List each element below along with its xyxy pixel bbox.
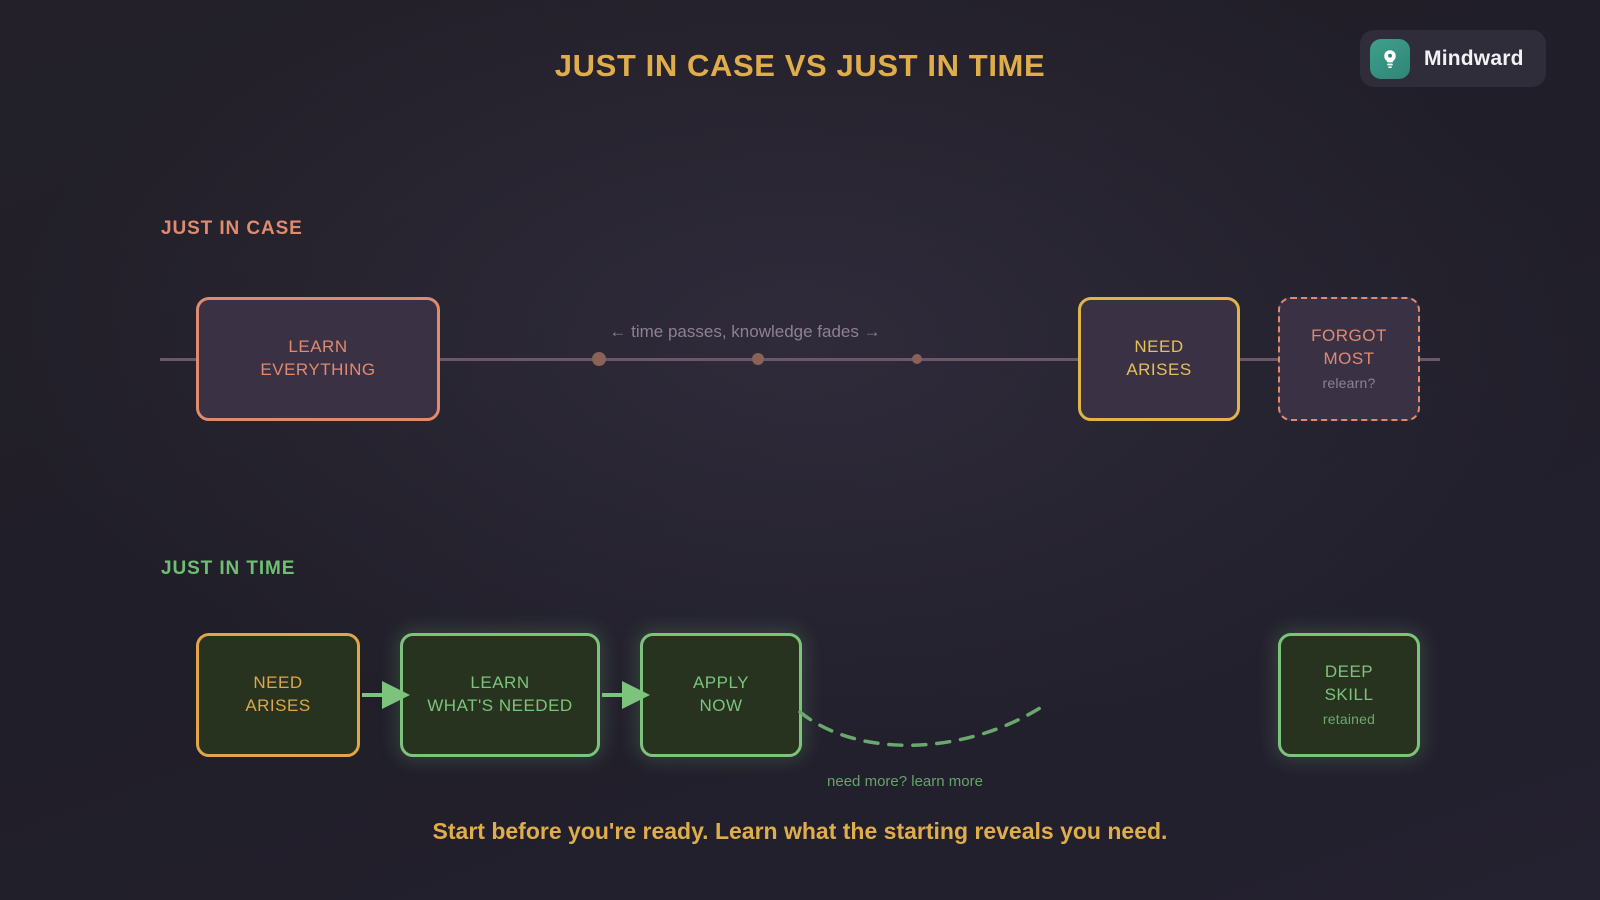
- node-sub: retained: [1322, 710, 1376, 727]
- node-line-1: LEARN: [470, 673, 530, 693]
- feedback-loop-curve: [798, 706, 1042, 747]
- lightbulb-icon: [1370, 38, 1410, 79]
- timeline-caption: ← time passes, knowledge fades →: [609, 322, 881, 341]
- node-sub: relearn?: [1322, 374, 1376, 391]
- feedback-loop-caption: need more? learn more: [827, 773, 983, 790]
- node-line-2: MOST: [1323, 349, 1375, 369]
- node-need-arises-case[interactable]: NEED ARISES: [1078, 297, 1240, 421]
- node-forgot-most[interactable]: FORGOT MOST relearn?: [1278, 297, 1420, 421]
- node-line-2: ARISES: [1126, 360, 1192, 379]
- node-learn-everything[interactable]: LEARN EVERYTHING: [196, 297, 440, 421]
- brand-name: Mindward: [1424, 46, 1524, 70]
- section-label-just-in-case: JUST IN CASE: [161, 218, 303, 239]
- node-deep-skill[interactable]: DEEP SKILL retained: [1278, 633, 1420, 757]
- node-line-2: WHAT'S NEEDED: [427, 696, 573, 715]
- timeline-dot: [592, 352, 606, 366]
- node-apply-now[interactable]: APPLY NOW: [640, 633, 802, 757]
- node-line-1: APPLY: [692, 673, 750, 693]
- timeline-track: [160, 358, 1440, 361]
- node-line-2: NOW: [699, 696, 743, 715]
- node-line-1: LEARN: [288, 337, 348, 357]
- node-line-1: NEED: [1134, 337, 1184, 357]
- node-line-2: SKILL: [1324, 685, 1374, 705]
- timeline-dot: [752, 353, 764, 365]
- brand-badge: Mindward: [1360, 30, 1546, 87]
- node-line-2: ARISES: [245, 696, 311, 715]
- page-title: JUST IN CASE VS JUST IN TIME: [554, 48, 1046, 83]
- node-need-arises-time[interactable]: NEED ARISES: [196, 633, 360, 757]
- section-label-just-in-time: JUST IN TIME: [161, 558, 296, 579]
- node-line-1: DEEP: [1324, 662, 1374, 682]
- node-line-1: FORGOT: [1311, 326, 1387, 346]
- node-line-1: NEED: [253, 673, 303, 693]
- timeline-dot: [912, 354, 922, 364]
- node-line-2: EVERYTHING: [260, 360, 376, 379]
- footer-caption: Start before you're ready. Learn what th…: [432, 818, 1168, 844]
- node-learn-whats-needed[interactable]: LEARN WHAT'S NEEDED: [400, 633, 600, 757]
